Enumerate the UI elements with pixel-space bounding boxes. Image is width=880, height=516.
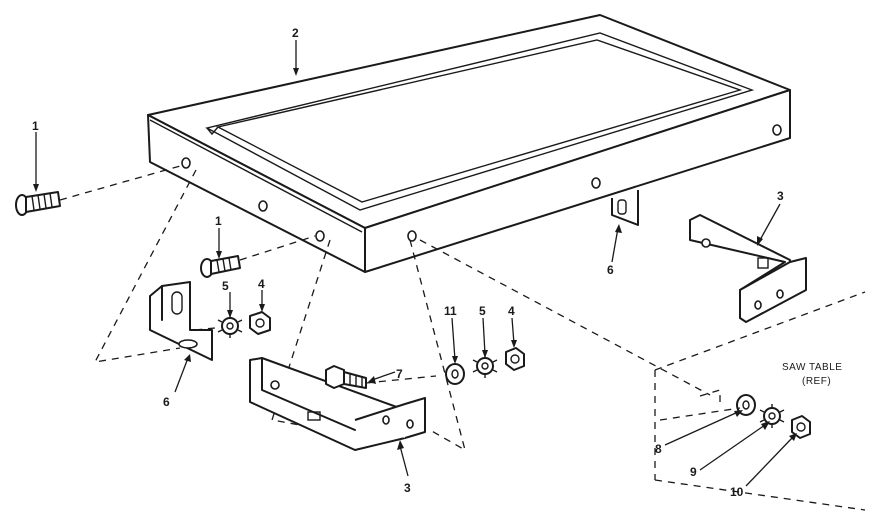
hardware-left	[217, 311, 271, 338]
extension-table	[147, 14, 791, 273]
hex-bolt	[325, 365, 367, 389]
callout-6-left: 6	[163, 395, 170, 409]
hardware-right	[736, 394, 811, 439]
callout-3-bottom: 3	[404, 481, 411, 495]
callout-10: 10	[730, 485, 744, 499]
callout-11: 11	[444, 304, 457, 318]
note-line-1: SAW TABLE	[782, 362, 842, 373]
note-line-2: (REF)	[802, 376, 831, 387]
carriage-bolt-middle	[200, 255, 241, 278]
callout-6-right: 6	[607, 263, 614, 277]
callout-9: 9	[690, 465, 697, 479]
callout-2: 2	[292, 26, 299, 40]
saw-table-reference	[654, 291, 866, 511]
bracket-right	[689, 214, 807, 323]
callout-1-left: 1	[32, 119, 39, 133]
saw-table-note: SAW TABLE (REF)	[782, 362, 842, 387]
bracket-left	[149, 281, 213, 361]
callout-labels: 1 2 1 5 4 6 7 11 5 4 3 6 3 8 9 10	[32, 26, 784, 499]
leader-lines	[33, 40, 797, 487]
carriage-bolt-left	[15, 191, 61, 216]
callout-7: 7	[396, 367, 403, 381]
callout-4-right: 4	[508, 304, 515, 318]
callout-4-left: 4	[258, 277, 265, 291]
callout-1-middle: 1	[215, 214, 222, 228]
assembly-lines	[59, 165, 711, 452]
callout-8: 8	[655, 442, 662, 456]
hardware-middle	[445, 347, 525, 385]
callout-3-right: 3	[777, 189, 784, 203]
bracket-bottom	[249, 357, 426, 451]
callout-5-left: 5	[222, 279, 229, 293]
callout-5-right: 5	[479, 304, 486, 318]
